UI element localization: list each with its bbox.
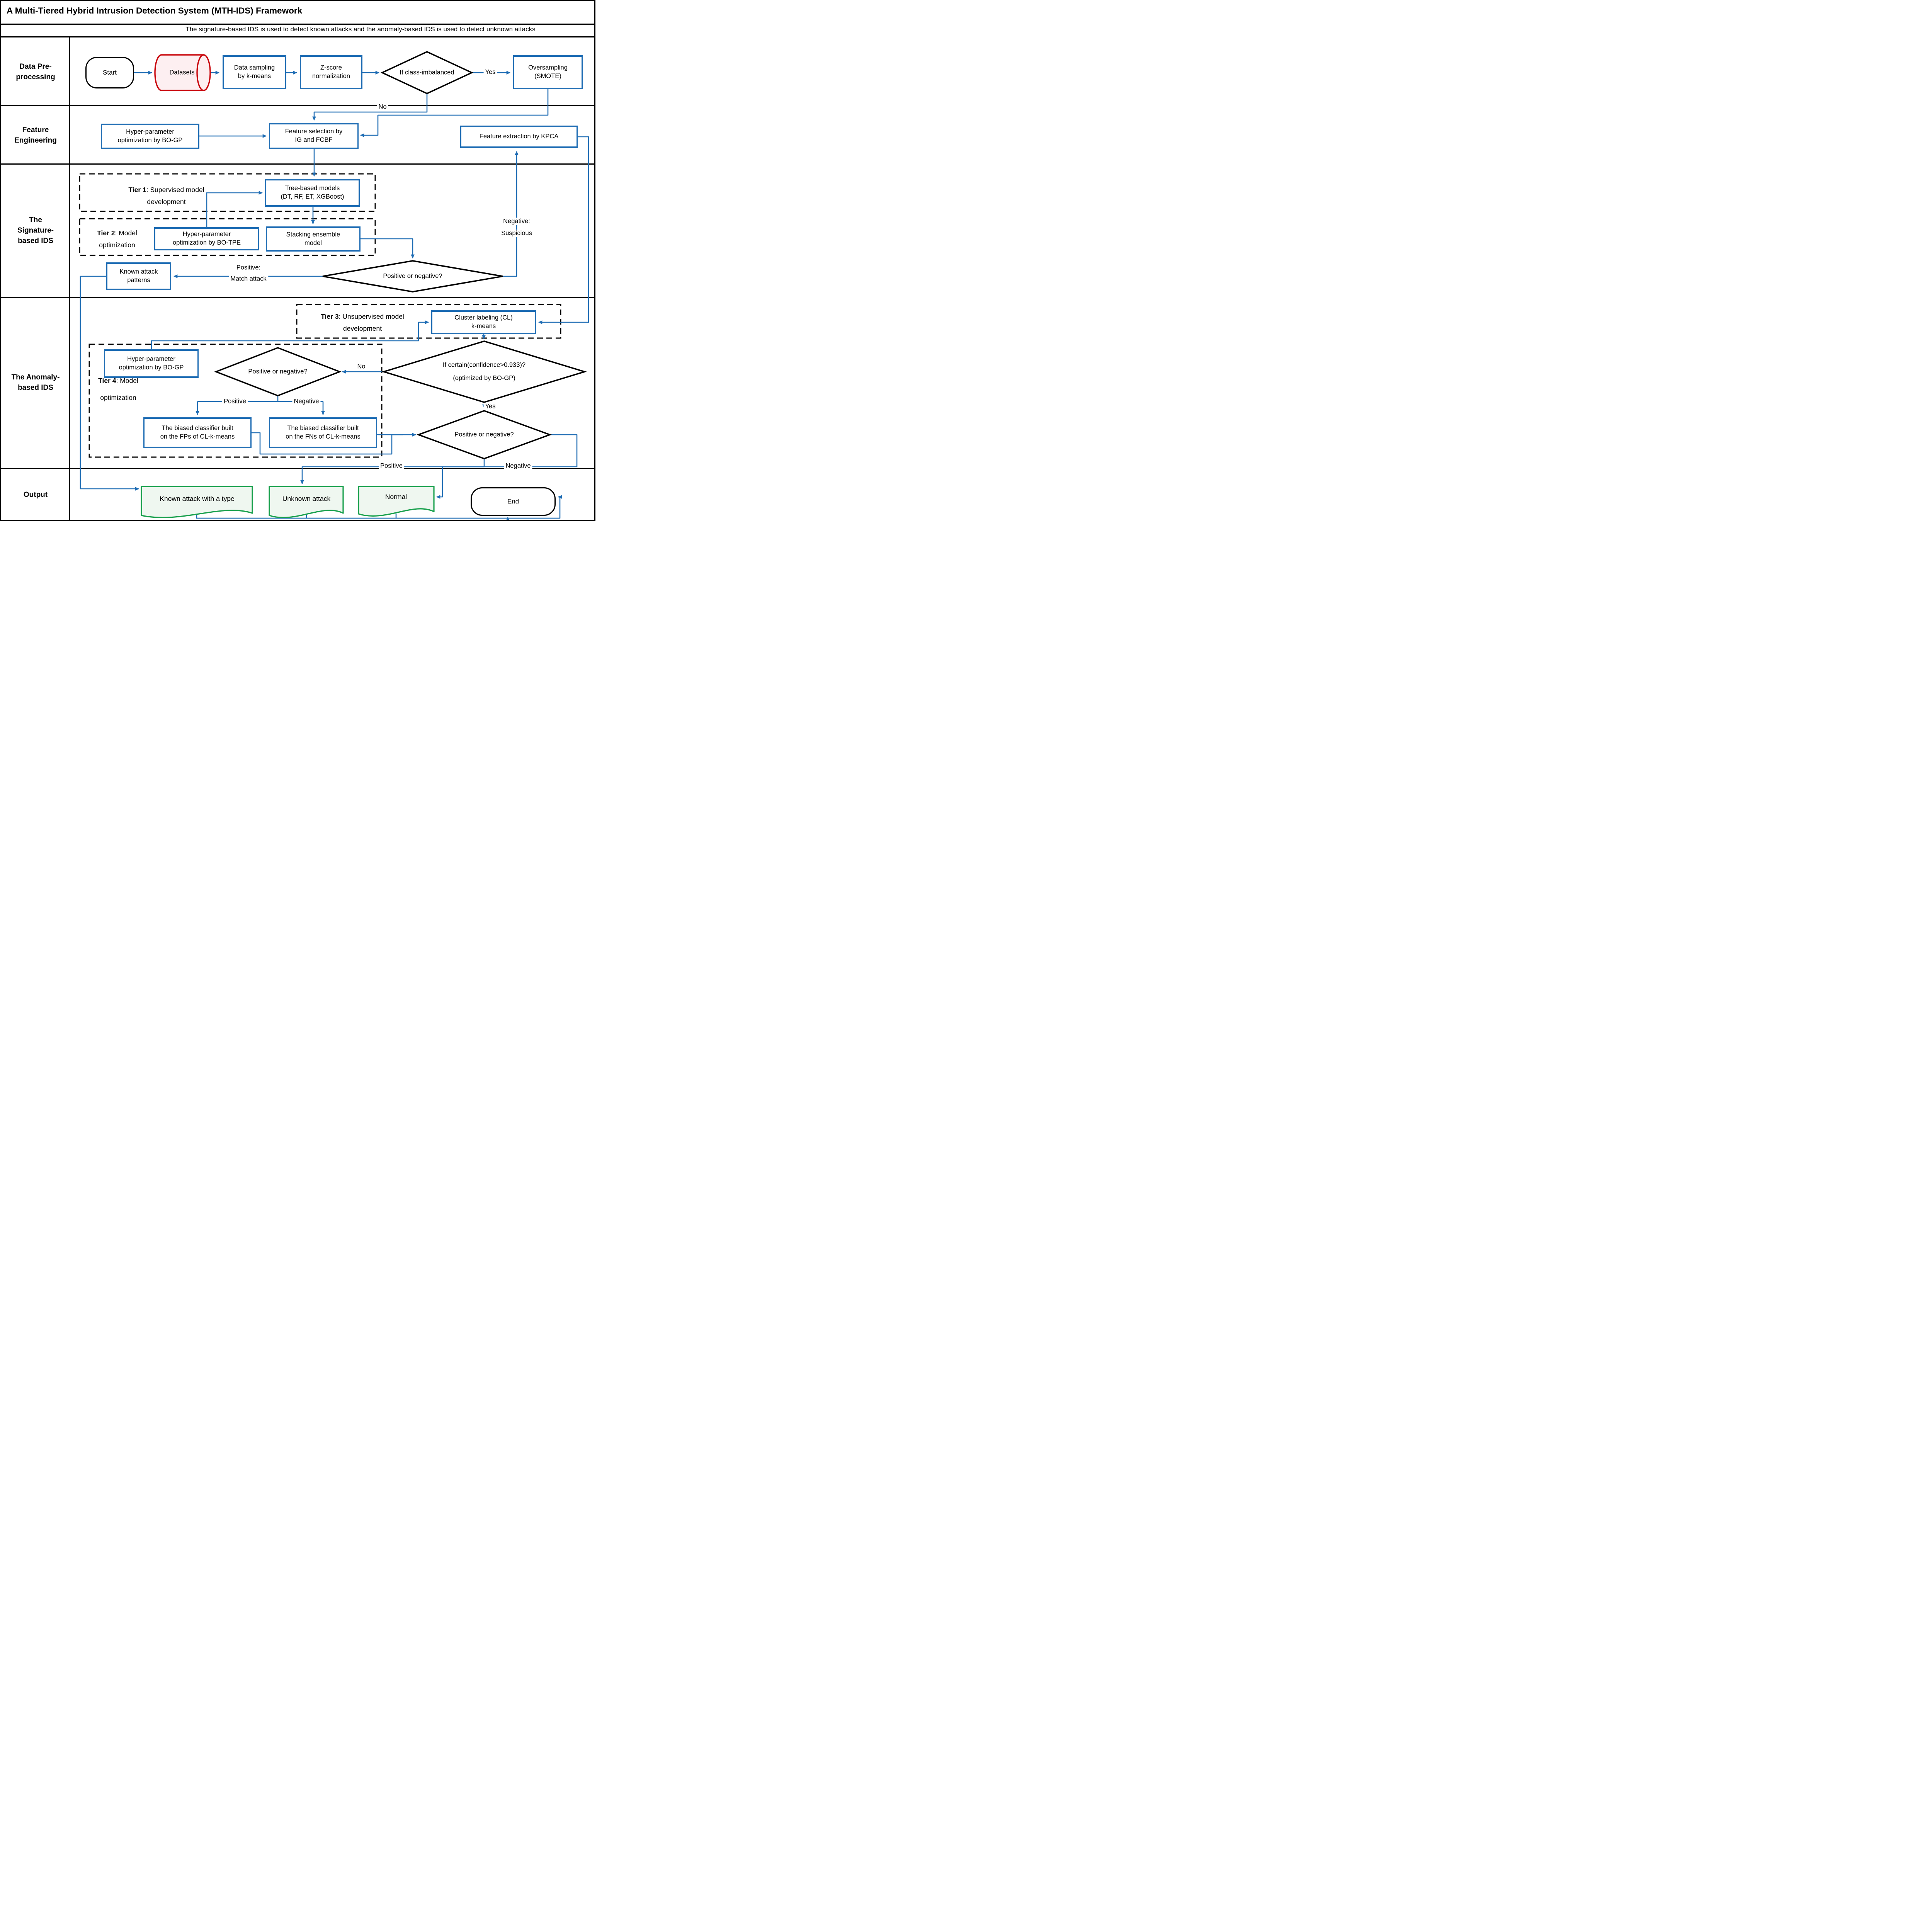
edge-imbalanced-featsel-no (312, 94, 428, 121)
grid-line-row1 (1, 105, 594, 106)
anomaly-decision1-diamond (214, 347, 342, 396)
tree-models-box: Tree-based models(DT, RF, ET, XGBoost) (265, 179, 360, 207)
grid-line-row4 (1, 468, 594, 469)
datasets-label: Datasets (169, 69, 195, 76)
start-label: Start (103, 69, 117, 76)
diagram-subtitle: The signature-based IDS is used to detec… (185, 26, 536, 33)
edge-botpe-tree (206, 191, 263, 227)
tier2-label: Tier 2: Model optimization (97, 229, 137, 249)
output-normal-doc (358, 486, 435, 517)
edge-label-no-certain: No (355, 363, 367, 371)
row-label-data-preprocessing: Data Pre-processing (16, 63, 55, 81)
tier3-label: Tier 3: Unsupervised model development (321, 313, 404, 332)
edge-kap-outknown (80, 276, 139, 491)
edge-label-positive-match-2: Match attack (229, 275, 268, 283)
start-terminator: Start (85, 57, 134, 88)
anomaly-decision2-diamond (416, 410, 552, 459)
output-unknown-attack-label: Unknown attack (282, 495, 331, 503)
tier1-label: Tier 1: Supervised model development (128, 186, 204, 206)
kpca-box: Feature extraction by KPCA (460, 126, 578, 148)
imbalanced-decision-label: If class-imbalanced (400, 69, 454, 76)
edge-label-final-negative: Negative (504, 462, 532, 470)
imbalanced-decision-diamond (380, 51, 474, 94)
grid-line-title (1, 24, 594, 25)
edge-label-positive-match-1: Positive: (235, 264, 262, 272)
edge-label-no-imbalanced: No (377, 103, 388, 111)
row-label-anomaly-ids: The Anomaly-based IDS (11, 373, 60, 392)
output-known-attack-doc (141, 486, 253, 518)
edge-label-negative-suspicious-2: Suspicious (500, 230, 534, 237)
edge-label-tier4-positive: Positive (222, 398, 248, 405)
connector-layer (79, 51, 589, 520)
edge-label-yes-certain: Yes (483, 403, 497, 410)
edge-smote-featsel (360, 89, 549, 137)
signature-decision-diamond (322, 260, 503, 293)
diagram-title: A Multi-Tiered Hybrid Intrusion Detectio… (7, 6, 303, 15)
anomaly-decision1-label: Positive or negative? (248, 368, 308, 375)
anomaly-decision2-label: Positive or negative? (454, 431, 514, 438)
certainty-decision-diamond (381, 340, 587, 403)
edge-stacking-sigdecision (361, 238, 415, 259)
certainty-decision-label-line2: (optimized by BO-GP) (453, 374, 515, 382)
end-terminator: End (471, 487, 556, 516)
edge-label-yes-imbalanced: Yes (483, 68, 497, 76)
certainty-decision-label-line1: If certain(confidence>0.933)? (442, 361, 526, 369)
mth-ids-framework-diagram: A Multi-Tiered Hybrid Intrusion Detectio… (0, 0, 595, 521)
grid-line-row2 (1, 163, 594, 165)
edge-kpca-cluster (538, 136, 589, 324)
edge-label-final-positive: Positive (379, 462, 404, 470)
row-label-output: Output (23, 491, 48, 499)
tier3-dashed-box (296, 304, 561, 339)
end-label: End (507, 498, 519, 505)
edge-collector-end (196, 495, 562, 519)
tier4-label: Tier 4: Model optimization (98, 377, 138, 401)
edge-bogpt4-cluster (151, 320, 429, 349)
edge-label-negative-suspicious-1: Negative: (502, 218, 532, 225)
output-known-attack-label: Known attack with a type (160, 495, 235, 503)
signature-decision-label: Positive or negative? (383, 272, 442, 280)
cluster-labeling-box: Cluster labeling (CL)k-means (431, 310, 536, 334)
smote-box: Oversampling(SMOTE) (513, 55, 583, 89)
edge-label-tier4-negative: Negative (292, 398, 321, 405)
datasets-cylinder (154, 54, 211, 91)
grid-line-label-column (69, 36, 70, 520)
output-unknown-attack-doc (269, 486, 344, 518)
tier4-dashed-box (88, 344, 383, 458)
output-normal-label: Normal (385, 493, 407, 501)
grid-line-row3 (1, 297, 594, 298)
edge-sigdecision-kpca-negative (503, 151, 519, 277)
grid-line-subtitle (1, 36, 594, 37)
